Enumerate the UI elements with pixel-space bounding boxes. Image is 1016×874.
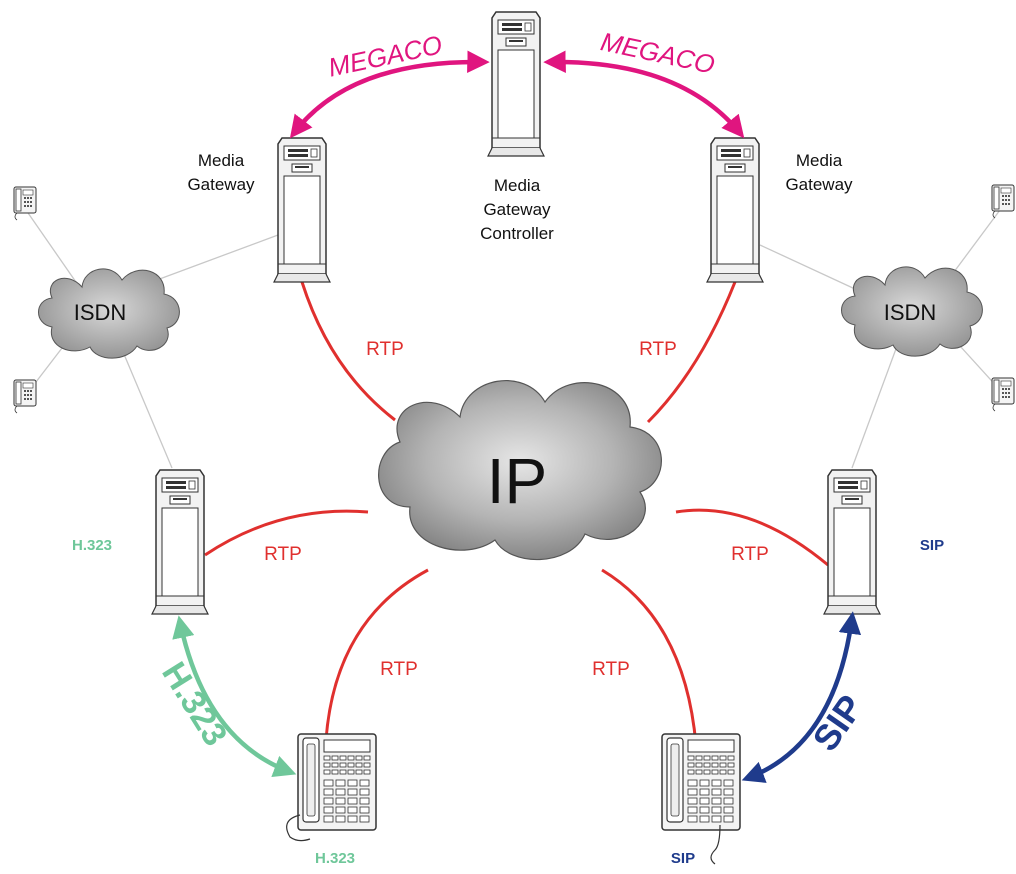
rtp-label-h323-phone: RTP	[380, 659, 418, 680]
media-gateway-right-server	[706, 137, 764, 283]
mg-left-label-line2: Gateway	[187, 175, 255, 194]
isdn-link-left-phone-top	[25, 209, 79, 286]
rtp-line-h323-phone	[324, 568, 429, 741]
rtp-label-h323-server: RTP	[264, 544, 302, 565]
sip-phone-cord	[710, 824, 721, 865]
isdn-right-label: ISDN	[884, 300, 937, 325]
isdn-phone-right-top	[991, 184, 1015, 219]
megaco-arrow-right	[543, 50, 745, 139]
sip-phone	[661, 733, 741, 831]
sip-server-label: SIP	[920, 537, 944, 554]
sip-arrow	[741, 611, 862, 783]
h323-gatekeeper-server	[151, 469, 209, 615]
isdn-link-right-sip-server	[851, 337, 901, 469]
h323-arrow	[172, 615, 297, 777]
rtp-label-sip-phone: RTP	[592, 659, 630, 680]
megaco-arrow-left	[289, 50, 490, 139]
isdn-link-right-phone-top	[947, 209, 1001, 281]
isdn-link-left-h323-server	[117, 339, 173, 469]
h323-phone-label: H.323	[315, 850, 355, 867]
mg-right-label-line1: Media	[796, 151, 843, 170]
sip-phone-label: SIP	[671, 850, 695, 867]
rtp-line-h323-server	[204, 509, 369, 557]
h323-phone	[297, 733, 377, 831]
mg-left-label-line1: Media	[198, 151, 245, 170]
h323-arrow-label: H.323	[154, 656, 234, 753]
rtp-line-sip-phone	[601, 568, 698, 746]
rtp-label-right-gateway: RTP	[639, 339, 677, 360]
ip-label: IP	[487, 445, 547, 517]
sip-arrow-label: SIP	[804, 687, 871, 758]
rtp-label-sip-server: RTP	[731, 544, 769, 565]
rtp-line-left-gateway	[300, 281, 396, 422]
megaco-right-label: MEGACO	[598, 26, 717, 79]
isdn-phone-right-bottom	[991, 377, 1015, 412]
isdn-phone-left-top	[13, 186, 37, 221]
mgc-label-line2: Gateway	[483, 200, 551, 219]
mg-right-label-line2: Gateway	[785, 175, 853, 194]
h323-server-label: H.323	[72, 537, 112, 554]
mgc-label-line1: Media	[494, 176, 541, 195]
media-gateway-controller-server	[487, 11, 545, 157]
h323-phone-cord	[286, 814, 311, 842]
isdn-phone-left-bottom	[13, 379, 37, 414]
sip-proxy-server	[823, 469, 881, 615]
isdn-left-label: ISDN	[74, 300, 127, 325]
rtp-links	[204, 281, 829, 746]
rtp-line-sip-server	[675, 508, 829, 567]
rtp-label-left-gateway: RTP	[366, 339, 404, 360]
media-gateway-left-server	[273, 137, 331, 283]
rtp-line-right-gateway	[646, 281, 737, 424]
isdn-link-right-gateway	[759, 244, 869, 296]
mgc-label-line3: Controller	[480, 224, 554, 243]
